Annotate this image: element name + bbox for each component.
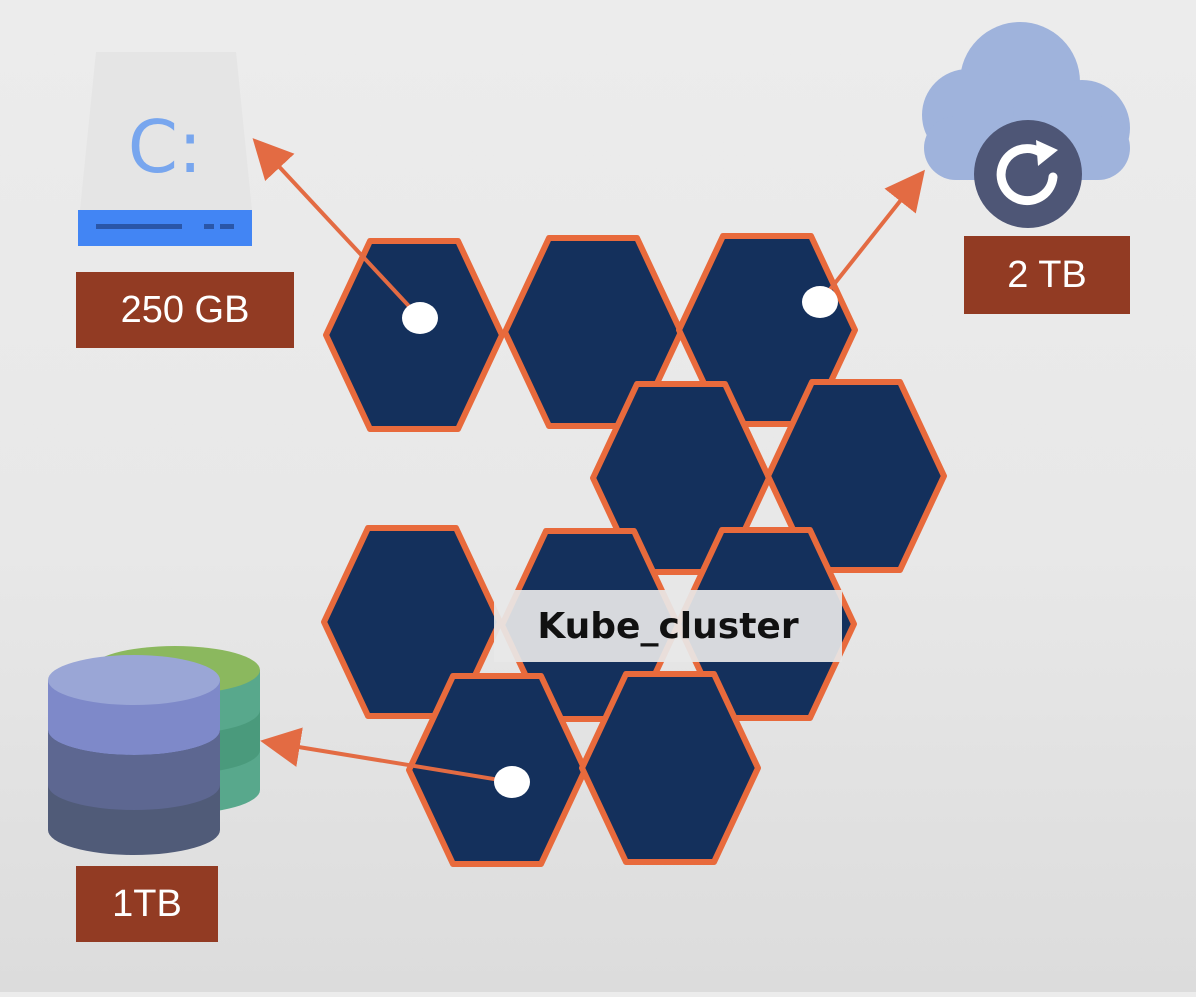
cloud-capacity-label: 2 TB bbox=[964, 236, 1130, 314]
arrow-to-database bbox=[260, 727, 530, 798]
cloud-sync-icon bbox=[922, 22, 1130, 228]
node-dot bbox=[802, 286, 838, 318]
local-disk-capacity-label: 250 GB bbox=[76, 272, 294, 348]
cluster-name-label: Kube_cluster bbox=[494, 590, 842, 662]
hard-drive-c-icon: C: bbox=[78, 52, 252, 246]
drive-letter: C: bbox=[128, 105, 203, 189]
database-capacity-label: 1TB bbox=[76, 866, 218, 942]
cluster-node-hexagon-10 bbox=[579, 671, 761, 865]
database-stack-icon bbox=[48, 646, 260, 855]
node-dot bbox=[494, 766, 530, 798]
arrow-to-local-disk bbox=[252, 138, 438, 334]
arrow-to-cloud bbox=[802, 169, 925, 318]
cluster-node-hexagon-1 bbox=[323, 238, 505, 432]
node-dot bbox=[402, 302, 438, 334]
